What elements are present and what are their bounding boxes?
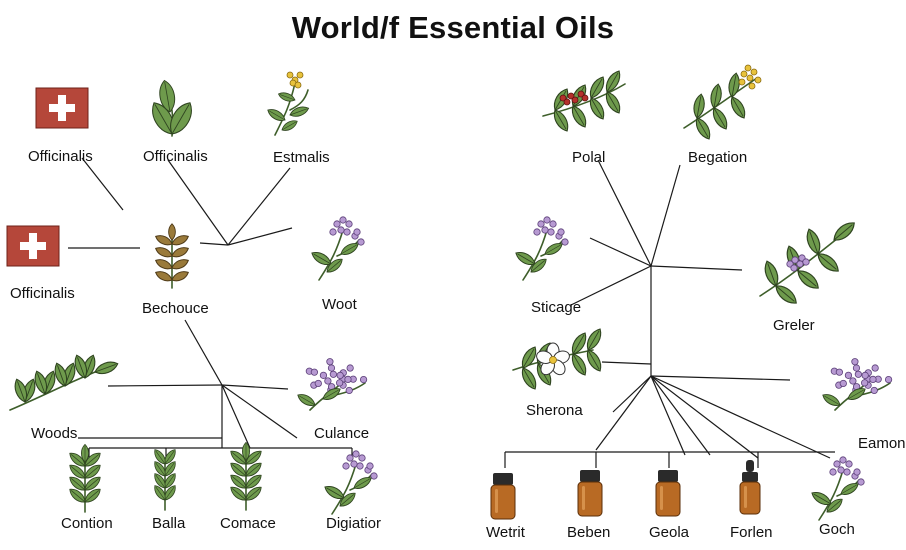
node-label-wetrit: Wetrit: [486, 524, 525, 541]
node-label-officinalis-cross-1: Officinalis: [28, 148, 93, 165]
node-label-sticage: Sticage: [531, 299, 582, 316]
node-label-officinalis-leaf: Officinalis: [143, 148, 208, 165]
connector-line: [589, 237, 652, 267]
node-label-contion: Contion: [61, 515, 113, 532]
purple-flower-branch-icon: [759, 218, 859, 308]
white-blossom-icon: [512, 326, 605, 392]
node-label-beben: Beben: [567, 524, 611, 541]
connector-line: [612, 375, 652, 413]
connector-line: [601, 361, 652, 365]
connector-line: [650, 375, 711, 456]
purple-flower-sprig-icon: [513, 216, 569, 281]
node-label-greler: Greler: [773, 317, 815, 334]
node-label-geola: Geola: [649, 524, 690, 541]
leafy-branch-icon: [9, 353, 120, 411]
purple-flower-sprig-icon: [809, 456, 865, 521]
red-berry-branch-icon: [542, 68, 626, 134]
connector-line: [199, 242, 229, 246]
connector-line: [221, 384, 298, 439]
connector-line: [597, 159, 652, 267]
node-label-begation: Begation: [688, 149, 748, 166]
connector-lines: [68, 157, 835, 468]
diagram-title: World/f Essential Oils: [291, 10, 615, 45]
node-label-digiatior: Digiatior: [326, 515, 382, 532]
connector-line: [167, 159, 229, 246]
node-label-goch: Goch: [819, 521, 855, 538]
node-label-balla: Balla: [152, 515, 186, 532]
connector-line: [650, 375, 791, 381]
connector-line: [227, 227, 293, 246]
connector-line: [650, 265, 743, 271]
node-label-officinalis-cross-2: Officinalis: [10, 285, 75, 302]
node-label-estmalis: Estmalis: [273, 149, 330, 166]
lavender-cluster-icon: [820, 358, 893, 411]
oil-bottle-icon: [655, 470, 681, 517]
connector-line: [650, 375, 831, 459]
connector-line: [227, 167, 291, 246]
leafy-sprig-icon: [227, 441, 265, 511]
grass-sprig-icon: [151, 447, 179, 511]
purple-flower-sprig-icon: [322, 450, 378, 515]
brown-leaf-sprig-icon: [153, 223, 191, 289]
oil-bottle-icon: [490, 473, 516, 520]
connector-line: [570, 265, 652, 306]
node-label-culance: Culance: [314, 425, 370, 442]
connector-line: [81, 157, 124, 211]
node-label-bechouce: Bechouce: [142, 300, 209, 317]
node-label-sherona: Sherona: [526, 402, 583, 419]
connector-line: [595, 375, 652, 451]
node-label-woot: Woot: [322, 296, 357, 313]
dropper-bottle-icon: [739, 460, 761, 515]
connector-line: [221, 384, 289, 390]
node-label-woods: Woods: [31, 425, 78, 442]
lavender-cluster-icon: [295, 358, 368, 411]
red-cross-icon: [35, 87, 89, 129]
connector-line: [221, 384, 251, 449]
node-label-comace: Comace: [220, 515, 276, 532]
connector-line: [650, 164, 681, 267]
yellow-flower-branch-icon: [683, 64, 762, 142]
node-label-forlen: Forlen: [730, 524, 773, 541]
purple-flower-sprig-icon: [309, 216, 365, 281]
connector-line: [650, 375, 686, 456]
connector-line: [184, 319, 223, 386]
leafy-sprig-icon: [66, 443, 104, 513]
red-cross-icon: [6, 225, 60, 267]
node-label-polal: Polal: [572, 149, 606, 166]
yellow-flower-sprig-icon: [265, 71, 311, 136]
plant-icons: [6, 64, 893, 521]
oil-bottle-icon: [577, 470, 603, 517]
node-label-eamon: Eamon: [858, 435, 906, 452]
leaf-icon: [146, 78, 198, 139]
connector-line: [107, 384, 223, 387]
connector-line: [650, 375, 759, 459]
